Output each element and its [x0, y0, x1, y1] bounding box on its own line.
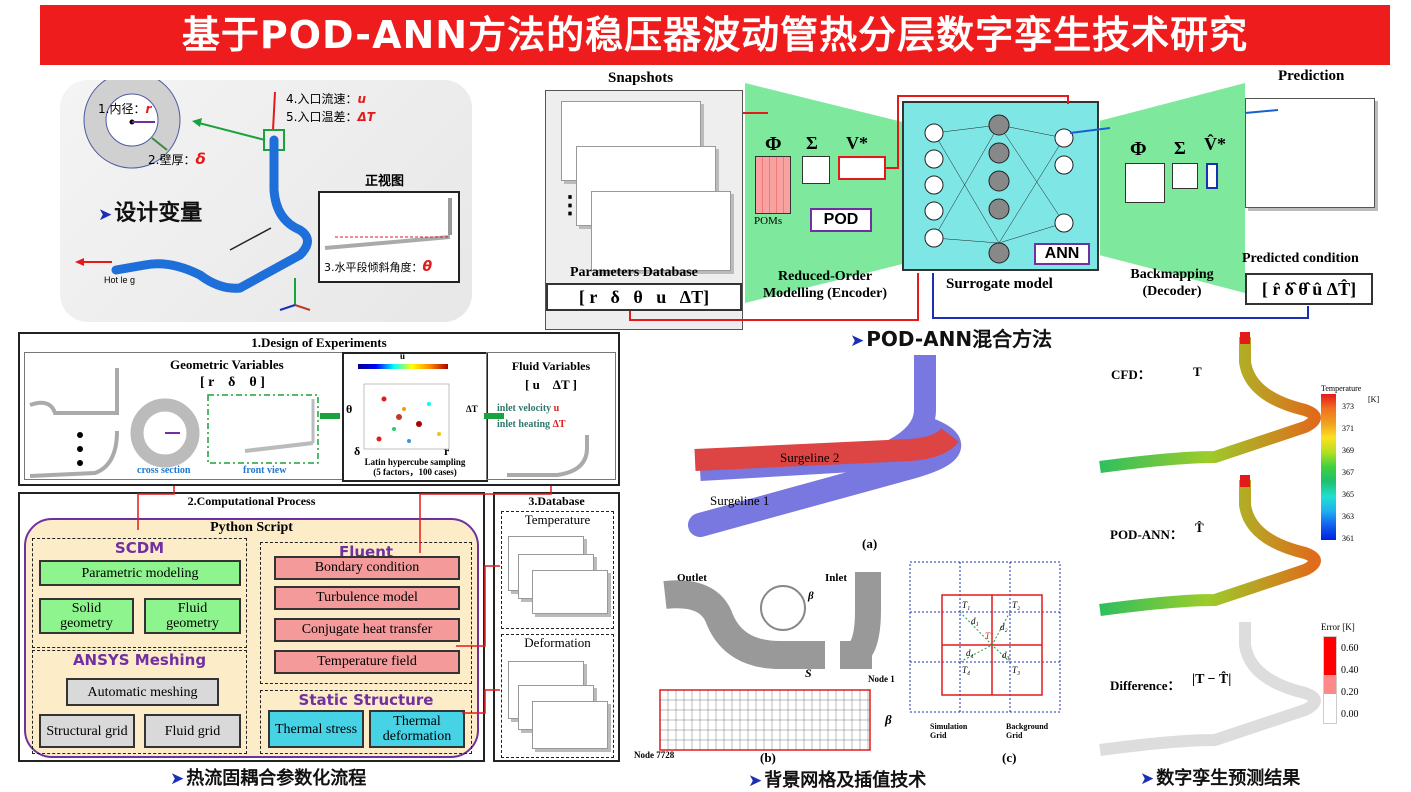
turbulence-model: Turbulence model — [274, 586, 460, 610]
doe-panel: 1.Design of Experiments Geometric Variab… — [18, 332, 620, 486]
surgeline1-label: Surgeline 1 — [710, 493, 770, 508]
boundary-condition: Bondary condition — [274, 556, 460, 580]
surgeline-mesh-figure — [659, 355, 1061, 751]
error-colorbar — [1323, 636, 1337, 724]
inlet-temp-label: 5.入口温差：ΔT — [286, 110, 375, 124]
lhs-caption: Latin hypercube sampling(5 factors，100 c… — [364, 457, 466, 477]
surgeline2-label: Surgeline 2 — [780, 450, 840, 465]
params-vector: [ r δ θ u ΔT] — [546, 283, 742, 311]
python-script-box: Python Script SCDM Parametric modeling S… — [24, 518, 479, 758]
neural-network-diagram — [924, 114, 1074, 264]
pod-ann-section: Snapshots ⋮ Parameters Database [ r δ θ … — [540, 68, 1385, 353]
mesh-figure: Surgeline 2 Surgeline 1 (a) Outlet Inlet… — [634, 350, 1080, 770]
results-figure: CFD： T POD-ANN： T̂ Difference： |T − T̂| … — [1085, 332, 1405, 792]
design-variables-caption: ➤设计变量 — [98, 201, 203, 226]
pipe-geometry-figure — [75, 80, 312, 311]
doe-title: 1.Design of Experiments — [251, 335, 387, 350]
database-panel: 3.Database Temperature Deformation — [493, 492, 620, 762]
ann-block: ANN — [902, 101, 1099, 271]
pod-ann-caption: ➤POD-ANN混合方法 — [850, 327, 1053, 351]
prediction-snapshot — [1245, 98, 1375, 208]
predicted-vector: [ r̂ δ̂ θ̂ û ΔT̂] — [1245, 273, 1373, 305]
params-db-label: Parameters Database — [570, 265, 698, 280]
temperature-db: Temperature — [501, 511, 614, 629]
thermal-stress: Thermal stress — [268, 710, 364, 748]
snapshots-label: Snapshots — [608, 70, 674, 86]
tilt-angle-label: 3.水平段倾斜角度：θ — [324, 259, 433, 275]
deformation-db: Deformation — [501, 634, 614, 758]
geometric-variables-box: Geometric Variables [ r δ θ ] cross sect… — [24, 352, 344, 480]
inlet-velocity-label: 4.入口流速：u — [286, 92, 366, 106]
design-variables-panel: 1.内径：r 2.壁厚：δ 4.入口流速：u 5.入口温差：ΔT ➤设计变量 正… — [60, 80, 472, 322]
parametric-modeling: Parametric modeling — [39, 560, 241, 586]
ansys-meshing-group: ANSYS Meshing — [32, 650, 247, 754]
fluid-geometry: Fluid geometry — [144, 598, 241, 634]
wall-thickness-label: 2.壁厚：δ — [148, 150, 206, 168]
sigma-matrix — [802, 156, 830, 184]
pipe-results-figure — [1099, 332, 1321, 756]
results-caption: ➤数字孪生预测结果 — [1140, 768, 1301, 789]
solid-geometry: Solid geometry — [39, 598, 134, 634]
surrogate-label: Surrogate model — [946, 276, 1053, 292]
process-caption: ➤热流固耦合参数化流程 — [170, 768, 367, 789]
page-title: 基于POD-ANN方法的稳压器波动管热分层数字孪生技术研究 — [40, 5, 1390, 65]
temperature-field: Temperature field — [274, 650, 460, 674]
front-view-label: front view — [243, 465, 287, 476]
mesh-caption: ➤背景网格及插值技术 — [748, 770, 927, 791]
front-view-inset: 3.水平段倾斜角度：θ — [318, 191, 460, 283]
pod-label: POD — [810, 208, 872, 232]
hot-leg-label: Hot le g — [104, 275, 136, 285]
phi-matrix — [755, 156, 791, 214]
computational-process-panel: 2.Computational Process Python Script SC… — [18, 492, 485, 762]
scdm-group: SCDM — [32, 538, 247, 648]
static-structure-group: Static Structure — [260, 690, 472, 754]
inner-radius-label: 1.内径：r — [98, 102, 152, 116]
u-colorbar — [358, 364, 448, 369]
pod-flow-arrows — [629, 95, 1309, 321]
process-arrows — [137, 413, 552, 714]
fluid-variables-box: Fluid Variables [ u ΔT ] inlet velocity … — [486, 352, 616, 480]
conjugate-heat-transfer: Conjugate heat transfer — [274, 618, 460, 642]
encoder-label: Reduced-Order Modelling (Encoder) — [762, 269, 888, 301]
ann-label: ANN — [1034, 243, 1090, 265]
predicted-condition-label: Predicted condition — [1242, 251, 1359, 266]
temperature-colorbar — [1321, 394, 1336, 540]
thermal-deformation: Thermal deformation — [369, 710, 465, 748]
automatic-meshing: Automatic meshing — [66, 678, 219, 706]
structural-grid: Structural grid — [39, 714, 135, 748]
fluid-grid: Fluid grid — [144, 714, 241, 748]
cross-section-label: cross section — [137, 465, 191, 476]
prediction-label: Prediction — [1278, 68, 1345, 84]
front-view-title: 正视图 — [365, 174, 405, 189]
decoder-label: Backmapping (Decoder) — [1130, 267, 1214, 299]
